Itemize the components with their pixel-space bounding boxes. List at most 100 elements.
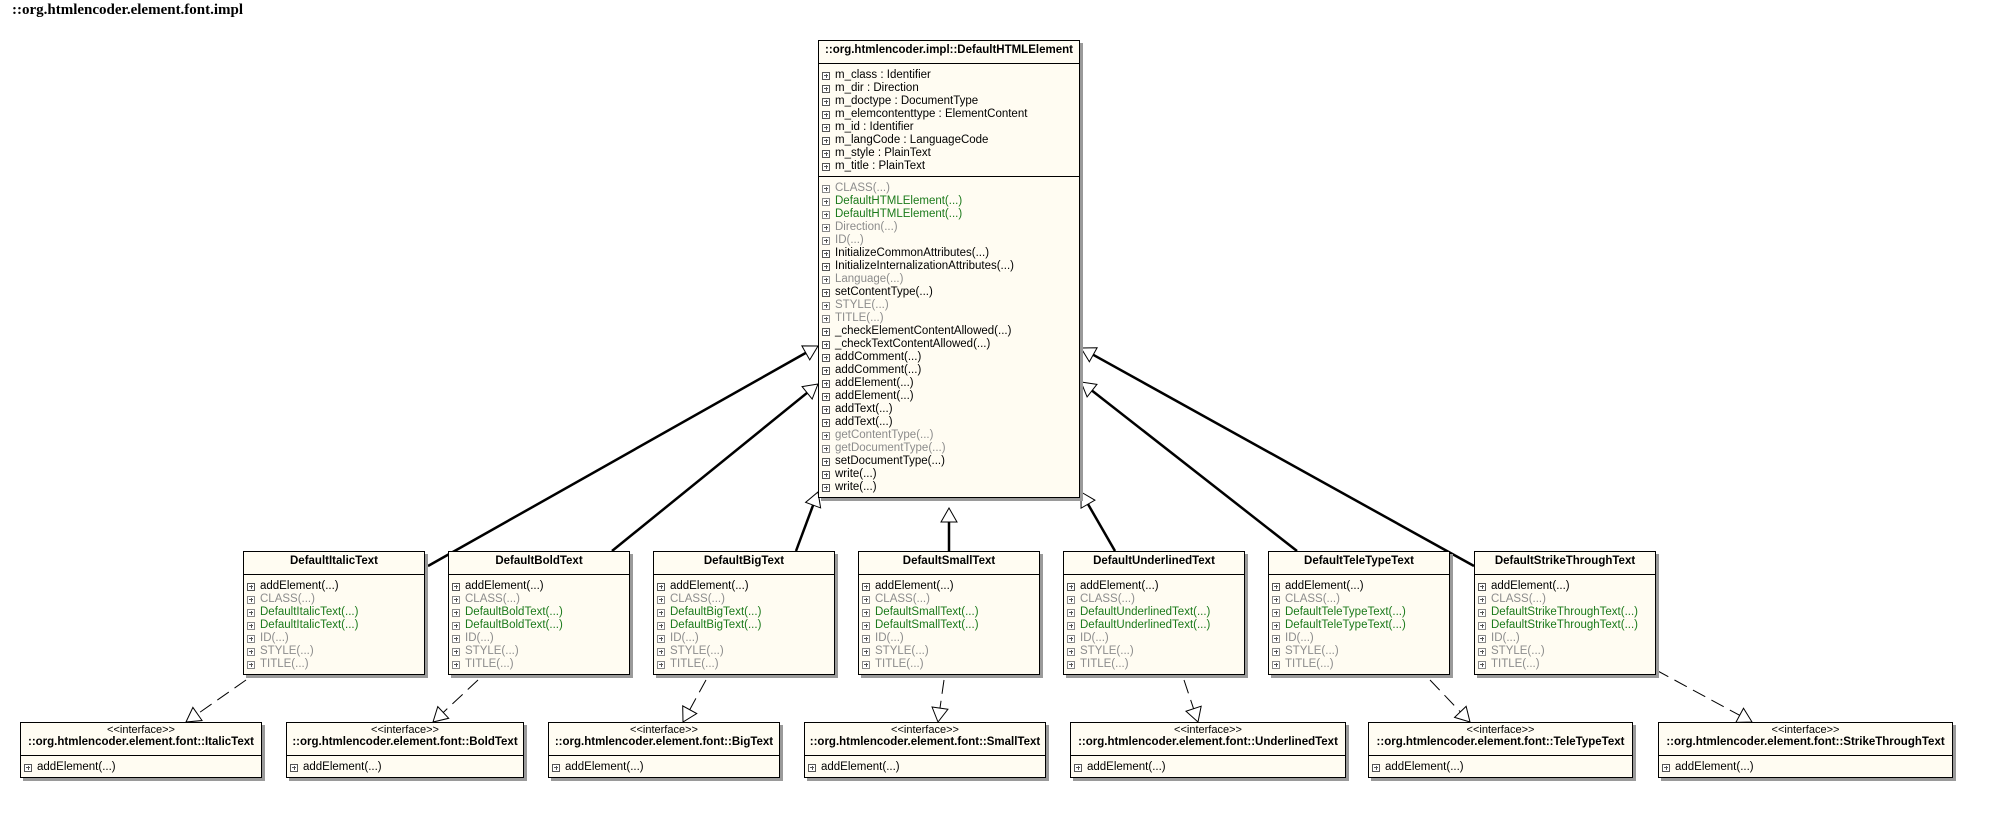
- member-row[interactable]: addElement(...): [822, 390, 1077, 403]
- member-row[interactable]: getDocumentType(...): [822, 442, 1077, 455]
- member-row[interactable]: CLASS(...): [862, 593, 1037, 606]
- expand-icon[interactable]: [822, 149, 830, 158]
- member-row[interactable]: InitializeInternalizationAttributes(...): [822, 260, 1077, 273]
- member-row[interactable]: ID(...): [1272, 632, 1447, 645]
- member-row[interactable]: STYLE(...): [1067, 645, 1242, 658]
- member-row[interactable]: TITLE(...): [657, 658, 832, 671]
- member-row[interactable]: m_doctype : DocumentType: [822, 95, 1077, 108]
- member-row[interactable]: setContentType(...): [822, 286, 1077, 299]
- expand-icon[interactable]: [1272, 647, 1280, 656]
- expand-icon[interactable]: [808, 763, 816, 772]
- member-row[interactable]: TITLE(...): [1478, 658, 1653, 671]
- expand-icon[interactable]: [290, 763, 298, 772]
- member-row[interactable]: addElement(...): [24, 761, 259, 774]
- expand-icon[interactable]: [1478, 634, 1486, 643]
- expand-icon[interactable]: [822, 470, 830, 479]
- member-row[interactable]: m_id : Identifier: [822, 121, 1077, 134]
- expand-icon[interactable]: [247, 621, 255, 630]
- expand-icon[interactable]: [822, 223, 830, 232]
- class-default-teletype-text[interactable]: DefaultTeleTypeText addElement(...)CLASS…: [1268, 551, 1450, 675]
- member-row[interactable]: STYLE(...): [452, 645, 627, 658]
- expand-icon[interactable]: [1067, 582, 1075, 591]
- expand-icon[interactable]: [862, 647, 870, 656]
- expand-icon[interactable]: [822, 483, 830, 492]
- expand-icon[interactable]: [822, 249, 830, 258]
- member-row[interactable]: addElement(...): [1478, 580, 1653, 593]
- expand-icon[interactable]: [822, 444, 830, 453]
- interface-big-text[interactable]: <<interface>> ::org.htmlencoder.element.…: [548, 722, 780, 778]
- interface-bold-text[interactable]: <<interface>> ::org.htmlencoder.element.…: [286, 722, 524, 778]
- member-row[interactable]: TITLE(...): [1067, 658, 1242, 671]
- member-row[interactable]: DefaultUnderlinedText(...): [1067, 619, 1242, 632]
- member-row[interactable]: addComment(...): [822, 364, 1077, 377]
- member-row[interactable]: getContentType(...): [822, 429, 1077, 442]
- expand-icon[interactable]: [822, 379, 830, 388]
- member-row[interactable]: DefaultSmallText(...): [862, 619, 1037, 632]
- member-row[interactable]: write(...): [822, 468, 1077, 481]
- expand-icon[interactable]: [452, 595, 460, 604]
- expand-icon[interactable]: [822, 84, 830, 93]
- class-default-strike-through-text[interactable]: DefaultStrikeThroughText addElement(...)…: [1474, 551, 1656, 675]
- class-default-small-text[interactable]: DefaultSmallText addElement(...)CLASS(..…: [858, 551, 1040, 675]
- expand-icon[interactable]: [822, 301, 830, 310]
- member-row[interactable]: addElement(...): [657, 580, 832, 593]
- expand-icon[interactable]: [822, 275, 830, 284]
- expand-icon[interactable]: [822, 136, 830, 145]
- member-row[interactable]: addText(...): [822, 403, 1077, 416]
- expand-icon[interactable]: [1272, 595, 1280, 604]
- member-row[interactable]: write(...): [822, 481, 1077, 494]
- expand-icon[interactable]: [822, 210, 830, 219]
- member-row[interactable]: TITLE(...): [862, 658, 1037, 671]
- member-row[interactable]: Language(...): [822, 273, 1077, 286]
- expand-icon[interactable]: [452, 621, 460, 630]
- expand-icon[interactable]: [452, 582, 460, 591]
- expand-icon[interactable]: [452, 634, 460, 643]
- expand-icon[interactable]: [822, 353, 830, 362]
- member-row[interactable]: ID(...): [247, 632, 422, 645]
- interface-strike-through-text[interactable]: <<interface>> ::org.htmlencoder.element.…: [1658, 722, 1953, 778]
- expand-icon[interactable]: [862, 621, 870, 630]
- interface-italic-text[interactable]: <<interface>> ::org.htmlencoder.element.…: [20, 722, 262, 778]
- member-row[interactable]: DefaultTeleTypeText(...): [1272, 606, 1447, 619]
- expand-icon[interactable]: [247, 608, 255, 617]
- expand-icon[interactable]: [822, 457, 830, 466]
- expand-icon[interactable]: [1478, 647, 1486, 656]
- member-row[interactable]: addElement(...): [822, 377, 1077, 390]
- expand-icon[interactable]: [247, 582, 255, 591]
- expand-icon[interactable]: [822, 110, 830, 119]
- member-row[interactable]: addElement(...): [1372, 761, 1630, 774]
- expand-icon[interactable]: [1272, 608, 1280, 617]
- member-row[interactable]: ID(...): [452, 632, 627, 645]
- expand-icon[interactable]: [552, 763, 560, 772]
- expand-icon[interactable]: [1272, 634, 1280, 643]
- member-row[interactable]: DefaultBoldText(...): [452, 606, 627, 619]
- member-row[interactable]: TITLE(...): [822, 312, 1077, 325]
- member-row[interactable]: addElement(...): [808, 761, 1043, 774]
- class-default-italic-text[interactable]: DefaultItalicText addElement(...)CLASS(.…: [243, 551, 425, 675]
- expand-icon[interactable]: [1478, 660, 1486, 669]
- expand-icon[interactable]: [1272, 582, 1280, 591]
- member-row[interactable]: InitializeCommonAttributes(...): [822, 247, 1077, 260]
- member-row[interactable]: addElement(...): [1067, 580, 1242, 593]
- member-row[interactable]: addElement(...): [290, 761, 521, 774]
- member-row[interactable]: setDocumentType(...): [822, 455, 1077, 468]
- class-default-html-element[interactable]: ::org.htmlencoder.impl::DefaultHTMLEleme…: [818, 40, 1080, 498]
- expand-icon[interactable]: [862, 595, 870, 604]
- expand-icon[interactable]: [1067, 621, 1075, 630]
- member-row[interactable]: DefaultBigText(...): [657, 619, 832, 632]
- member-row[interactable]: STYLE(...): [822, 299, 1077, 312]
- class-default-bold-text[interactable]: DefaultBoldText addElement(...)CLASS(...…: [448, 551, 630, 675]
- member-row[interactable]: m_elemcontenttype : ElementContent: [822, 108, 1077, 121]
- expand-icon[interactable]: [657, 595, 665, 604]
- expand-icon[interactable]: [822, 418, 830, 427]
- member-row[interactable]: CLASS(...): [1478, 593, 1653, 606]
- member-row[interactable]: CLASS(...): [247, 593, 422, 606]
- member-row[interactable]: DefaultStrikeThroughText(...): [1478, 606, 1653, 619]
- member-row[interactable]: DefaultHTMLElement(...): [822, 195, 1077, 208]
- expand-icon[interactable]: [862, 582, 870, 591]
- expand-icon[interactable]: [452, 608, 460, 617]
- expand-icon[interactable]: [1478, 595, 1486, 604]
- expand-icon[interactable]: [822, 162, 830, 171]
- member-row[interactable]: DefaultTeleTypeText(...): [1272, 619, 1447, 632]
- expand-icon[interactable]: [24, 763, 32, 772]
